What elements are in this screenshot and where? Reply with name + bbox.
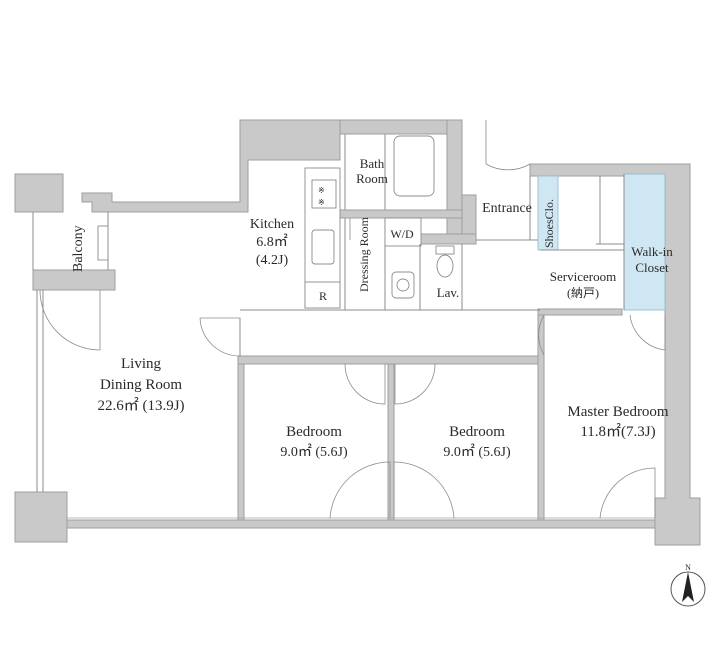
bedroom2-area: 9.0㎡ (5.6J) <box>443 444 511 460</box>
wall-bottom <box>66 519 656 529</box>
serviceroom-label: Serviceroom <box>550 269 616 284</box>
wall-entrance-left <box>461 194 477 241</box>
door-bedroom2-balcony <box>393 461 455 519</box>
lav-label: Lav. <box>437 285 460 300</box>
kitchen-area: 6.8㎡ <box>256 234 288 250</box>
entrance-label: Entrance <box>482 201 532 216</box>
column-top-left <box>14 173 64 213</box>
door-bedroom1-balcony <box>329 461 391 519</box>
door-living-hall <box>199 317 241 357</box>
toilet-icon <box>435 245 455 278</box>
balcony-label: Balcony <box>71 225 86 272</box>
kitchen-tatami: (4.2J) <box>256 253 289 268</box>
dressing-label: Dressing Room <box>357 216 371 292</box>
wall-bedroom-divider <box>387 363 395 521</box>
living-area: 22.6㎡ (13.9J) <box>97 397 184 414</box>
wall-master-top <box>537 308 623 316</box>
compass-label: N <box>685 563 691 572</box>
wall-corridor <box>237 355 545 365</box>
bedroom1-area: 9.0㎡ (5.6J) <box>280 444 348 460</box>
fridge <box>304 281 341 309</box>
door-bedroom1 <box>344 363 386 405</box>
wall-master-left <box>537 314 545 521</box>
bath-label-1: Bath <box>360 156 385 171</box>
stove-icon: ※ ※ <box>311 179 337 209</box>
wall-bath-bottom <box>339 209 463 219</box>
door-living <box>39 289 101 351</box>
living-label-2: Dining Room <box>100 377 182 393</box>
balcony-slab <box>32 269 116 291</box>
bedroom1-label: Bedroom <box>286 424 342 440</box>
walk-in-closet <box>623 173 666 311</box>
walkin-label-2: Closet <box>635 260 669 275</box>
living-label-1: Living <box>121 356 161 372</box>
door-walkin <box>629 314 666 351</box>
washbasin-icon <box>391 271 415 299</box>
fridge-label: R <box>319 289 327 303</box>
wall-lav-top <box>419 233 477 245</box>
door-master-balcony <box>599 467 656 519</box>
washer-space <box>384 217 422 247</box>
sink-icon <box>311 229 335 265</box>
wall-bath-right <box>446 119 463 241</box>
wall-bath-top <box>339 119 463 135</box>
serviceroom-sub: (納戸) <box>567 286 599 300</box>
wall-upper-left <box>81 119 341 213</box>
walls <box>14 119 701 546</box>
wall-bedroom1-left <box>237 363 245 521</box>
door-master <box>538 314 545 356</box>
master-bedroom-area: 11.8㎡(7.3J) <box>580 423 655 440</box>
north-arrow-icon: N <box>670 563 706 607</box>
column-bottom-left <box>14 491 68 543</box>
wall-right <box>529 163 701 546</box>
room-labels: Balcony Living Dining Room 22.6㎡ (13.9J)… <box>71 156 673 460</box>
master-bedroom-label: Master Bedroom <box>567 404 669 420</box>
door-bedroom2 <box>394 363 436 405</box>
walkin-label-1: Walk-in <box>631 244 673 259</box>
washer-label: W/D <box>390 227 414 241</box>
bath-label-2: Room <box>356 171 388 186</box>
svg-text:※: ※ <box>318 186 325 195</box>
shoes-closet-label: ShoesClo. <box>542 199 556 248</box>
bedroom2-label: Bedroom <box>449 424 505 440</box>
bathtub <box>393 135 435 197</box>
svg-text:※: ※ <box>318 198 325 207</box>
doors <box>39 120 666 519</box>
kitchen-label: Kitchen <box>250 217 294 232</box>
door-entrance <box>485 120 531 171</box>
interior-lines <box>32 134 666 519</box>
